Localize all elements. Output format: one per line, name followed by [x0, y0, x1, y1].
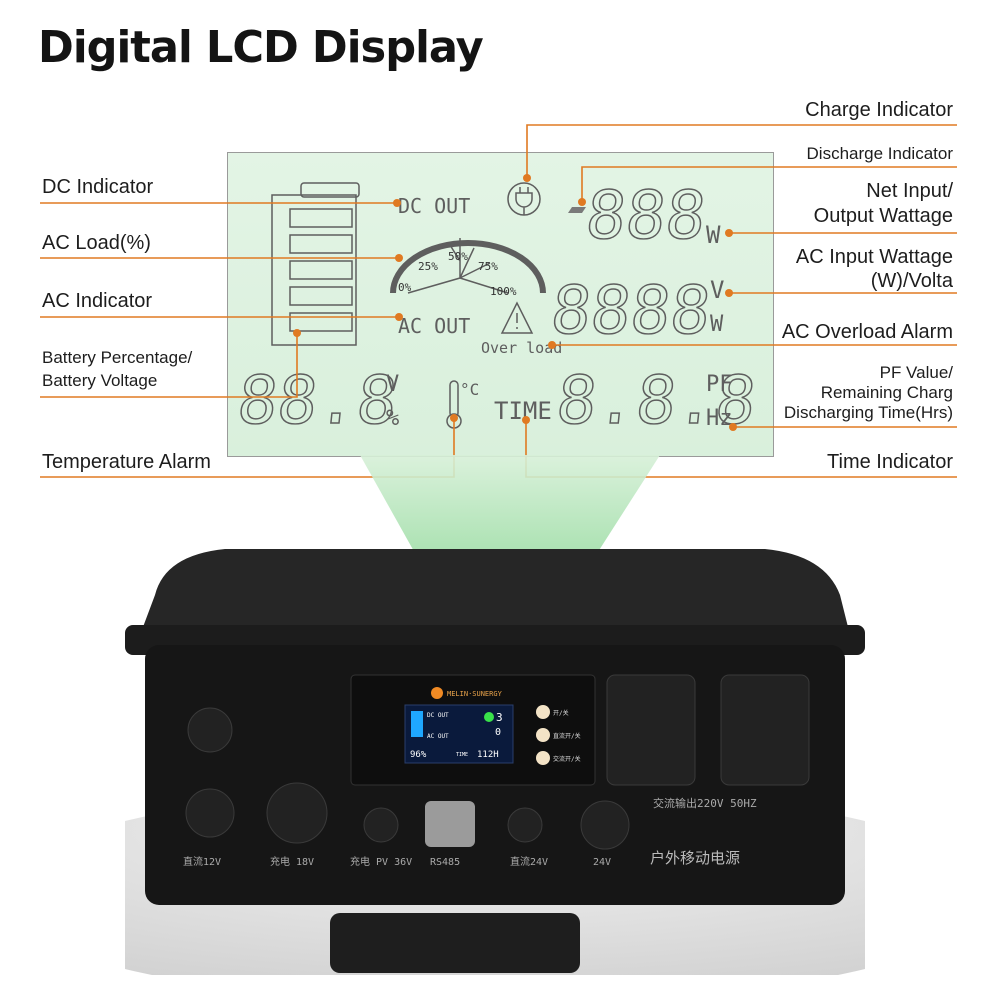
net-unit: W: [706, 221, 721, 249]
gauge-0: 0%: [398, 281, 412, 294]
label-ac-input-1: AC Input Wattage: [795, 246, 953, 268]
switch-2-label: 直流开/关: [553, 732, 581, 740]
label-battery-2: Battery Voltage: [42, 371, 158, 390]
port-pv-label: 充电 PV 36V: [350, 855, 412, 868]
plug-icon: [507, 182, 541, 216]
gauge-100: 100%: [490, 285, 517, 298]
ac-socket-right[interactable]: [720, 674, 810, 786]
port-dc12-label: 直流12V: [183, 855, 221, 868]
mini-watts: 3: [496, 711, 503, 724]
temp-unit: °C: [460, 380, 479, 399]
brand-logo-icon: [431, 687, 443, 699]
dc-switch-button[interactable]: [536, 728, 550, 742]
label-pf-3: Discharging Time(Hrs): [783, 403, 953, 422]
page-title: Digital LCD Display: [38, 22, 484, 73]
gauge-25: 25%: [418, 260, 438, 273]
lcd-ac-out: AC OUT: [398, 314, 470, 338]
label-ac-input-2: (W)/Volta: [870, 270, 953, 292]
port-dc24[interactable]: [507, 807, 543, 843]
power-station-device: MELIN·SUNERGY DC OUT AC OUT 3 0 96% TIME…: [125, 549, 865, 975]
label-net-input-2: Output Wattage: [813, 205, 953, 227]
mini-battery-icon: [411, 711, 423, 737]
label-charge-indicator: Charge Indicator: [805, 99, 953, 121]
port-pv[interactable]: [363, 807, 399, 843]
case-lid: [140, 549, 850, 635]
label-pf-1: PF Value/: [879, 363, 953, 382]
label-battery-1: Battery Percentage/: [42, 348, 193, 367]
power-switch-button[interactable]: [536, 705, 550, 719]
ac-output-label: 交流输出220V 50HZ: [653, 796, 757, 810]
lcd-overload: Over load: [481, 339, 562, 357]
brand-name: MELIN·SUNERGY: [447, 690, 503, 698]
mini-ac-out: AC OUT: [427, 733, 449, 740]
mini-dc-out: DC OUT: [427, 712, 449, 719]
label-temperature-alarm: Temperature Alarm: [42, 451, 211, 473]
hz-unit: Hz: [706, 406, 733, 431]
label-dc-indicator: DC Indicator: [42, 176, 154, 198]
battery-digits: 88.8: [234, 362, 401, 439]
product-name: 户外移动电源: [650, 849, 740, 867]
switch-1-label: 开/关: [553, 709, 569, 717]
mini-time-label: TIME: [456, 752, 468, 758]
port-dc24-label: 直流24V: [510, 855, 548, 868]
ac-switch-button[interactable]: [536, 751, 550, 765]
discharge-leader: [581, 166, 957, 202]
mini-percent: 96%: [410, 750, 427, 760]
label-pf-2: Remaining Charg: [820, 383, 953, 402]
pf-unit: PF: [706, 372, 733, 397]
discharge-segment-icon: [568, 207, 586, 213]
port-rs485[interactable]: [425, 801, 475, 847]
net-digits: 888: [582, 177, 709, 254]
lcd-dc-out: DC OUT: [398, 194, 470, 218]
mini-charge-dot-icon: [484, 712, 494, 722]
label-ac-indicator: AC Indicator: [42, 290, 153, 312]
input-unit-v: V: [710, 276, 724, 304]
port-charge-label: 充电 18V: [270, 855, 314, 868]
ac-socket-left[interactable]: [606, 674, 696, 786]
port-24v-label: 24V: [593, 857, 611, 868]
battery-icon: [271, 182, 360, 346]
port-dc12[interactable]: [185, 788, 235, 838]
input-unit-w: W: [710, 312, 724, 337]
port-rs485-label: RS485: [430, 857, 460, 868]
label-discharge-indicator: Discharge Indicator: [806, 144, 953, 163]
switch-3-label: 交流开/关: [553, 755, 581, 763]
lcd-segments: DC OUT AC OUT 0% 25% 50% 75% 100% Over l…: [233, 176, 760, 439]
mini-out: 0: [495, 727, 501, 738]
battery-unit-v: V: [386, 372, 399, 397]
mini-time: 112H: [477, 750, 499, 760]
battery-unit-pct: %: [386, 406, 399, 431]
gauge-50: 50%: [448, 250, 468, 263]
warning-icon: [500, 301, 534, 334]
port-24v[interactable]: [580, 800, 630, 850]
label-time-indicator: Time Indicator: [827, 451, 953, 473]
label-ac-overload: AC Overload Alarm: [781, 321, 953, 343]
load-gauge: 0% 25% 50% 75% 100%: [390, 238, 546, 298]
input-digits: 8888: [547, 272, 714, 349]
case-handle: [330, 913, 580, 973]
battery-leader: [40, 333, 298, 398]
gauge-75: 75%: [478, 260, 498, 273]
charge-leader: [526, 124, 957, 178]
label-ac-load: AC Load(%): [42, 232, 151, 254]
port-charge[interactable]: [266, 782, 328, 844]
label-net-input-1: Net Input/: [866, 180, 953, 202]
pf-digits: 8.8.8: [553, 362, 760, 439]
port-usb[interactable]: [187, 707, 233, 753]
